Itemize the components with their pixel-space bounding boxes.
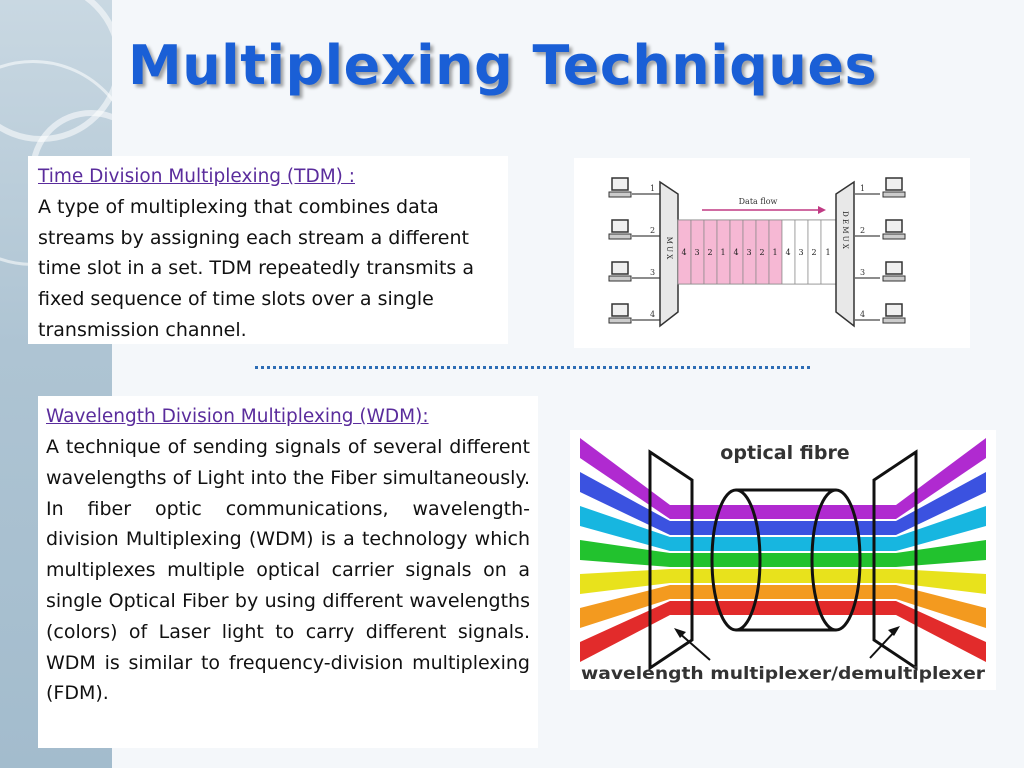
dotted-divider: [255, 366, 810, 369]
computer-icon: [882, 219, 906, 240]
demux-label: D E M U X: [841, 211, 849, 249]
tdm-diagram: 1 2 3 4 M U X 4 3 2 1 4: [574, 158, 970, 348]
light-beam-core: [670, 569, 896, 583]
arrowhead-icon: [818, 206, 826, 214]
demux-block: [835, 180, 855, 328]
slot-label: 4: [785, 248, 790, 257]
tdm-input-lines: [632, 193, 660, 321]
computer-icon: [608, 303, 632, 324]
light-beam-right: [896, 540, 986, 567]
input-number-label: 4: [650, 310, 655, 319]
light-beam-core: [670, 601, 896, 615]
wdm-text-box: Wavelength Division Multiplexing (WDM): …: [38, 396, 538, 748]
light-beam-right: [896, 438, 986, 519]
slot-label: 3: [746, 248, 751, 257]
light-beam-core: [670, 537, 896, 551]
computer-icon: [882, 177, 906, 198]
slot-label: 3: [798, 248, 803, 257]
tdm-diagram-svg: 1 2 3 4 M U X 4 3 2 1 4: [608, 177, 906, 328]
arrowhead-icon: [888, 626, 900, 636]
tdm-output-numbers: 1 2 3 4: [860, 184, 865, 319]
slot-label: 4: [733, 248, 738, 257]
input-number-label: 1: [650, 184, 655, 193]
computer-icon: [608, 261, 632, 282]
tdm-input-computers: [608, 177, 632, 324]
tdm-text-box: Time Division Multiplexing (TDM) : A typ…: [28, 156, 508, 344]
input-number-label: 2: [650, 226, 655, 235]
tdm-slots: [677, 219, 837, 285]
multiplexer-prism: [648, 449, 694, 671]
light-beam-core: [670, 585, 896, 599]
output-number-label: 3: [860, 268, 865, 277]
computer-icon: [882, 261, 906, 282]
light-beam-core: [670, 521, 896, 535]
light-beam-left: [580, 506, 670, 551]
light-beam-left: [580, 601, 670, 662]
wdm-light-beams: [580, 438, 986, 662]
slot-label: 2: [811, 248, 816, 257]
light-beam-right: [896, 506, 986, 551]
light-beam-left: [580, 438, 670, 519]
slot-label: 3: [694, 248, 699, 257]
output-number-label: 4: [860, 310, 865, 319]
arrowhead-icon: [674, 628, 686, 638]
tdm-output-lines: [854, 193, 880, 321]
computer-icon: [608, 219, 632, 240]
tdm-heading-link[interactable]: Time Division Multiplexing (TDM) :: [38, 166, 355, 187]
wdm-description: A technique of sending signals of severa…: [46, 436, 530, 705]
slot-label: 2: [707, 248, 712, 257]
slot-label: 1: [825, 248, 830, 257]
output-number-label: 1: [860, 184, 865, 193]
computer-icon: [608, 177, 632, 198]
tdm-slot-numbers: 4 3 2 1 4 3 2 1 4 3 2 1: [681, 248, 830, 257]
pointer-arrow-icon: [869, 629, 897, 659]
wdm-heading-link[interactable]: Wavelength Division Multiplexing (WDM):: [46, 406, 429, 427]
mux-label: M U X: [665, 237, 673, 260]
mux-block: [659, 180, 679, 328]
light-beam-right: [896, 569, 986, 594]
slide-title: Multiplexing Techniques: [128, 34, 878, 97]
optical-fibre-label: optical fibre: [720, 442, 849, 464]
data-flow-label: Data flow: [739, 197, 778, 206]
pointer-arrow-icon: [677, 631, 711, 661]
slot-label: 1: [772, 248, 777, 257]
light-beam-left: [580, 569, 670, 594]
slot-label: 4: [681, 248, 686, 257]
input-number-label: 3: [650, 268, 655, 277]
light-beam-left: [580, 540, 670, 567]
light-beam-core: [670, 505, 896, 519]
tdm-output-computers: [882, 177, 906, 324]
light-beam-right: [896, 601, 986, 662]
demultiplexer-prism: [872, 449, 918, 671]
tdm-description: A type of multiplexing that combines dat…: [38, 196, 474, 341]
light-beam-left: [580, 472, 670, 535]
wdm-diagram-svg: optical fibre wavelength multiplexer/dem…: [580, 438, 986, 684]
wdm-diagram: optical fibre wavelength multiplexer/dem…: [570, 430, 996, 690]
light-beam-left: [580, 585, 670, 628]
light-beam-right: [896, 585, 986, 628]
slot-label: 2: [759, 248, 764, 257]
multiplexer-label: wavelength multiplexer/demultiplexer: [581, 664, 986, 684]
light-beam-core: [670, 553, 896, 567]
slot-label: 1: [720, 248, 725, 257]
light-beam-right: [896, 472, 986, 535]
computer-icon: [882, 303, 906, 324]
tdm-input-numbers: 1 2 3 4: [650, 184, 655, 319]
output-number-label: 2: [860, 226, 865, 235]
